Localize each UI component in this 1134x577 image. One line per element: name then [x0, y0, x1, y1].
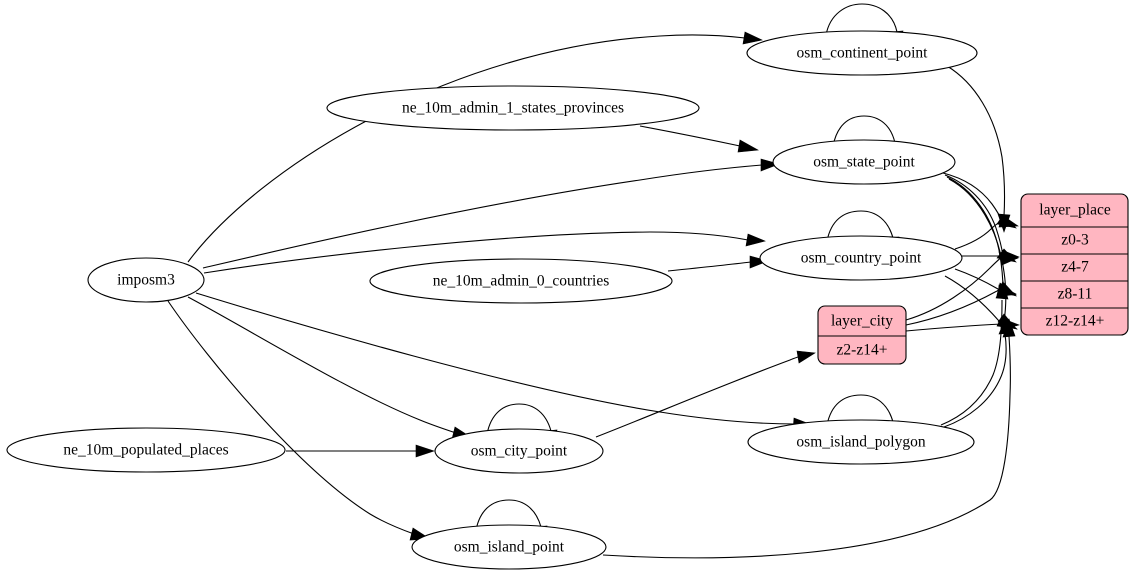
node-label-osm_island_polygon: osm_island_polygon [796, 434, 925, 451]
record-row-layer_city-title: layer_city [831, 313, 893, 330]
record-row-layer_city-z2-z14plus[interactable]: z2-z14+ [837, 342, 888, 359]
edge-imposm3-to-osm_island_polygon [195, 292, 813, 431]
edge-osm_island_point-to-layer_place-z12-z14+ [602, 318, 1016, 559]
node-label-ne_10m_admin_0_countries: ne_10m_admin_0_countries [433, 273, 610, 290]
node-imposm3[interactable]: imposm3 [87, 257, 205, 303]
record-node-layer_place[interactable]: layer_place z0-3 z4-7 z8-11 z12-z14+ [1020, 193, 1129, 336]
node-ne_10m_populated_places[interactable]: ne_10m_populated_places [6, 427, 286, 473]
node-label-osm_island_point: osm_island_point [454, 539, 565, 556]
edge-ne_10m_admin_0_countries-to-osm_country_point [667, 255, 769, 272]
edge-osm_island_polygon-to-layer_place-z12-z14+ [943, 316, 1012, 428]
edge-ne_10m_admin_1_states_provinces-to-osm_state_point [639, 125, 759, 153]
edge-osm_city_point-to-layer_city-z2-z14+ [595, 350, 816, 438]
node-osm_island_point[interactable]: osm_island_point [411, 524, 607, 570]
edge-osm_country_point-to-layer_place-z0-3 [954, 214, 1019, 250]
node-label-osm_continent_point: osm_continent_point [797, 45, 929, 62]
node-osm_continent_point[interactable]: osm_continent_point [746, 30, 978, 76]
node-label-osm_city_point: osm_city_point [471, 443, 568, 460]
edge-osm_island_polygon-to-layer_place-z8-11 [940, 280, 1009, 426]
record-row-layer_place-z0-3[interactable]: z0-3 [1061, 232, 1089, 249]
edge-layer_city-to-layer_place-z4-7 [905, 251, 1019, 321]
node-osm_country_point[interactable]: osm_country_point [759, 235, 963, 281]
node-ne_10m_admin_0_countries[interactable]: ne_10m_admin_0_countries [369, 258, 673, 304]
node-label-osm_country_point: osm_country_point [801, 250, 922, 267]
record-row-layer_place-z8-11[interactable]: z8-11 [1058, 286, 1093, 303]
node-label-ne_10m_admin_1_states_provinces: ne_10m_admin_1_states_provinces [402, 100, 624, 117]
record-row-layer_place-z4-7[interactable]: z4-7 [1061, 259, 1089, 276]
nodes-layer: imposm3 ne_10m_admin_1_states_provinces … [6, 30, 1129, 570]
edge-osm_continent_point-to-layer_place-z0-3 [946, 65, 1011, 233]
edge-imposm3-to-osm_state_point [202, 158, 780, 269]
node-osm_state_point[interactable]: osm_state_point [772, 139, 956, 185]
edge-imposm3-to-osm_continent_point [187, 31, 763, 263]
record-node-layer_city[interactable]: layer_city z2-z14+ [817, 305, 907, 365]
edge-imposm3-to-osm_country_point [203, 231, 766, 274]
node-label-imposm3: imposm3 [117, 272, 175, 289]
node-osm_city_point[interactable]: osm_city_point [434, 428, 604, 474]
node-label-ne_10m_populated_places: ne_10m_populated_places [63, 442, 228, 459]
edge-ne_10m_populated_places-to-osm_city_point [286, 444, 435, 458]
record-row-layer_place-title: layer_place [1039, 202, 1111, 219]
node-ne_10m_admin_1_states_provinces[interactable]: ne_10m_admin_1_states_provinces [326, 85, 700, 131]
edge-imposm3-to-osm_island_point [167, 300, 431, 541]
record-row-layer_place-z12-z14plus[interactable]: z12-z14+ [1046, 313, 1105, 330]
node-osm_island_polygon[interactable]: osm_island_polygon [747, 419, 975, 465]
node-label-osm_state_point: osm_state_point [813, 154, 915, 171]
edge-imposm3-to-osm_city_point [187, 296, 473, 440]
